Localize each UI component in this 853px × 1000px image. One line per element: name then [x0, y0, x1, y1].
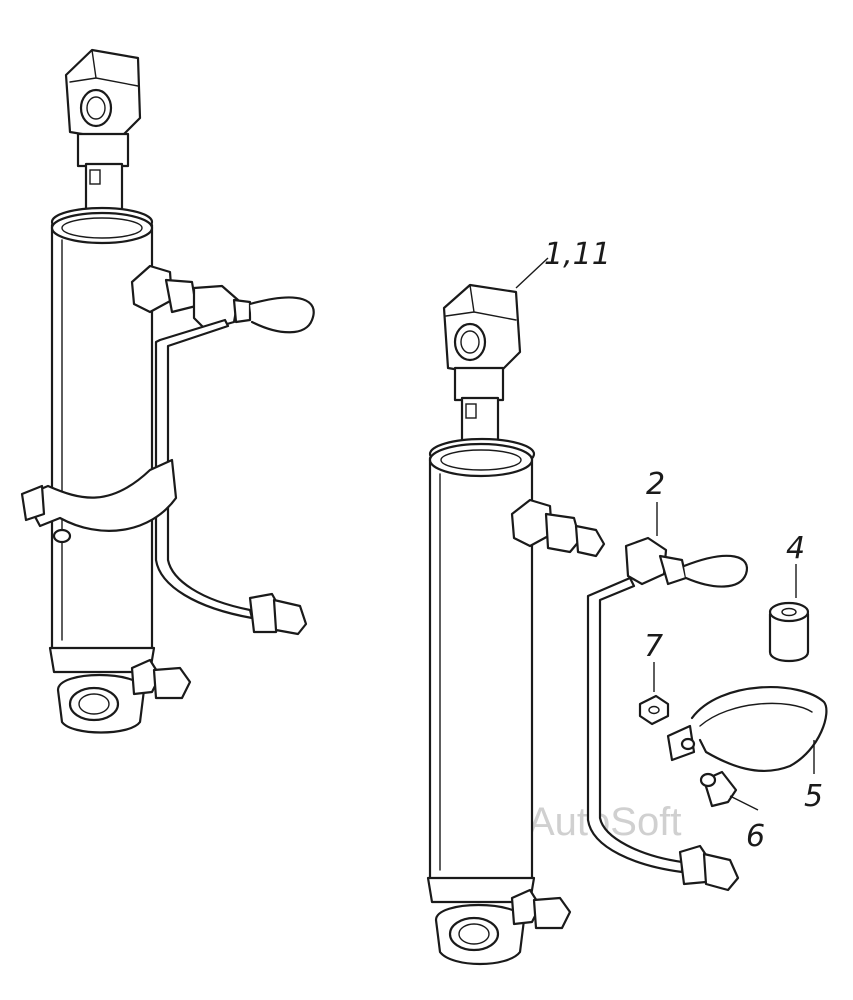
callout-label: 1,11: [544, 237, 611, 272]
assembled-cylinder: [20, 48, 315, 734]
callout-label: 6: [746, 819, 765, 854]
callout-label: 4: [786, 531, 805, 566]
callout-1-11: 1,11: [515, 237, 611, 289]
callout-5: 5: [804, 740, 823, 814]
part-4-bushing: [768, 601, 810, 663]
part-6-bolt: [699, 770, 738, 808]
callout-label: 7: [644, 629, 663, 664]
callout-4: 4: [786, 531, 805, 598]
part-2-tube: [586, 536, 749, 892]
callout-label: 2: [646, 467, 665, 502]
callout-7: 7: [644, 629, 663, 692]
exploded-cylinder: [426, 283, 606, 966]
part-5-clamp: [666, 686, 828, 773]
callout-6: 6: [729, 795, 765, 854]
callout-2: 2: [646, 467, 665, 536]
callout-label: 5: [804, 779, 823, 814]
part-7-nut: [638, 694, 670, 726]
